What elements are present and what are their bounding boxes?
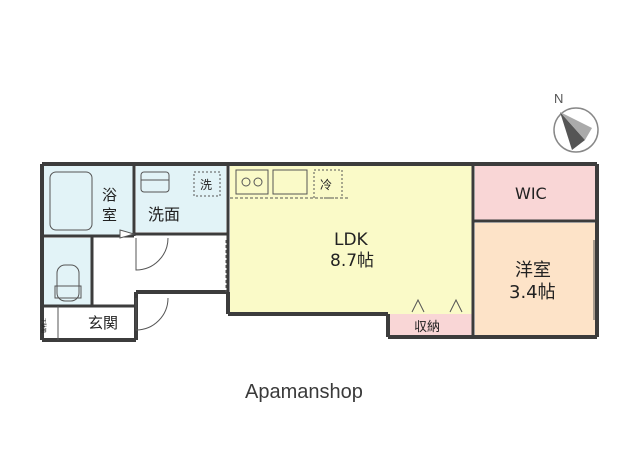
toilet-room bbox=[44, 238, 92, 306]
storage-label: 収納 bbox=[414, 320, 440, 335]
bath-label-1: 浴 bbox=[102, 186, 117, 204]
ldk-size: 8.7帖 bbox=[330, 251, 374, 271]
compass-icon: N bbox=[553, 91, 599, 153]
shoebox-label: 下駄箱 bbox=[40, 318, 47, 333]
ldk-room bbox=[230, 166, 472, 314]
storage-room bbox=[390, 314, 472, 335]
wic-label: WIC bbox=[515, 184, 547, 203]
fridge-label: 冷 bbox=[320, 178, 332, 192]
watermark: Apamanshop bbox=[245, 381, 363, 403]
western-size: 3.4帖 bbox=[509, 282, 556, 303]
compass-north-label: N bbox=[554, 91, 563, 106]
wic-room bbox=[475, 166, 595, 220]
washroom-label: 洗面 bbox=[148, 205, 180, 224]
bath-room bbox=[44, 166, 134, 236]
washroom-room bbox=[136, 166, 226, 232]
western-room bbox=[475, 223, 595, 335]
bath-label-2: 室 bbox=[102, 206, 117, 224]
entrance-label: 玄関 bbox=[88, 314, 118, 332]
ldk-label: LDK bbox=[334, 230, 369, 250]
washer-label: 洗 bbox=[200, 178, 212, 192]
western-label: 洋室 bbox=[515, 260, 551, 281]
